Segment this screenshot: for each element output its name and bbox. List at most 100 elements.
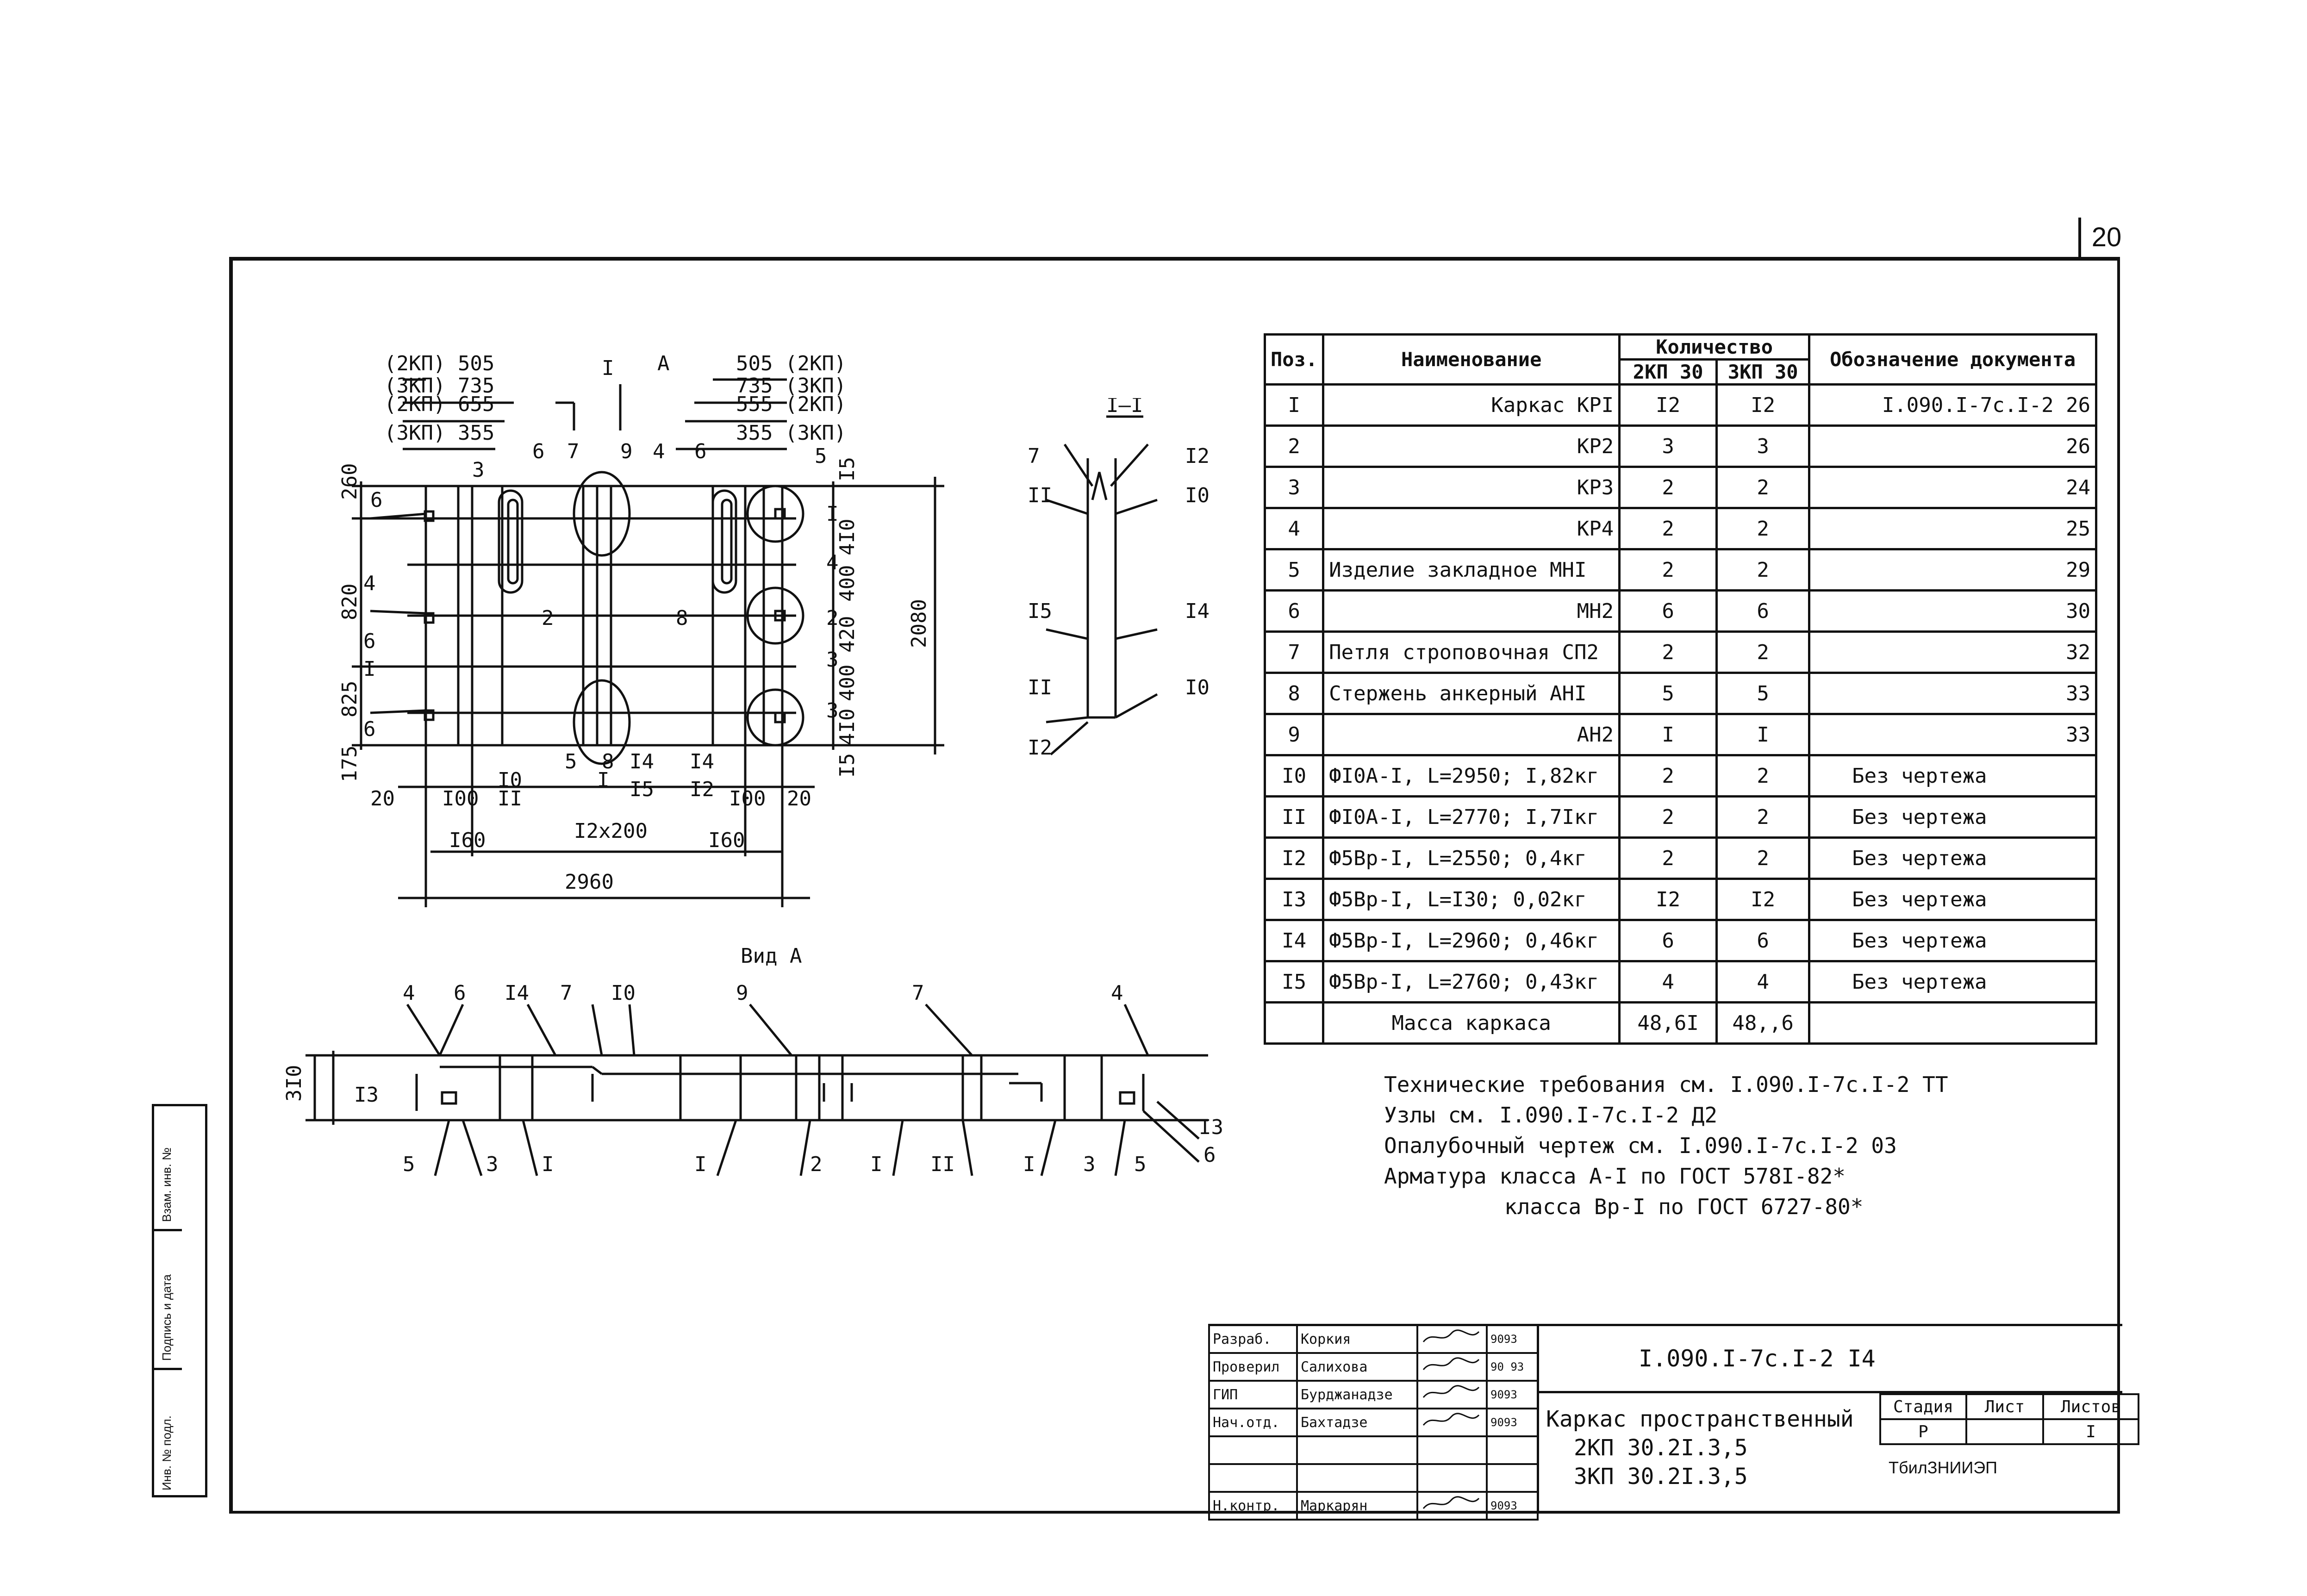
view-a-height: 3I0 <box>282 1065 306 1102</box>
signature-mark <box>1416 1352 1488 1382</box>
spec-cell-pos: I5 <box>1263 960 1325 1004</box>
spec-cell-name: Ф5Вр-I, L=2960; 0,46кг <box>1322 919 1621 962</box>
spec-cell-qty-3kp: 2 <box>1715 548 1811 592</box>
spec-cell-doc: 29 <box>1808 548 2098 592</box>
sheets-value: I <box>2042 1418 2139 1445</box>
plan-bottom-row2-2: I2x200 <box>574 819 648 843</box>
side-text-inv: Взам. инв. № <box>160 1147 174 1222</box>
spec-cell-name: Каркас КРI <box>1322 383 1621 427</box>
plan-callout-6: 6 <box>532 440 545 463</box>
plan-right-dim-3: 400 <box>836 565 859 602</box>
spec-cell-name: КР3 <box>1322 466 1621 509</box>
side-cell-3: Инв. № подл. <box>154 1370 182 1495</box>
plan-left-callout-5: 6 <box>363 717 376 741</box>
spec-cell-doc: 30 <box>1808 589 2098 633</box>
plan-left-dim-3: 825 <box>338 681 362 717</box>
plan-callout-4: 4 <box>653 440 665 463</box>
spec-header-name: Наименование <box>1322 333 1621 386</box>
plan-right-dim-2: 4I0 <box>836 519 859 555</box>
spec-cell-doc: 33 <box>1808 672 2098 715</box>
view-a-drawing: Вид А 4 6 I4 7 I0 9 7 4 3I0 I3 I3 6 5 3 … <box>282 944 1223 1176</box>
spec-cell-name: Ф5Вр-I, L=I30; 0,02кг <box>1322 878 1621 921</box>
spec-total-3kp: 48,,6 <box>1715 1001 1811 1045</box>
document-code: I.090.I-7c.I-2 I4 <box>1537 1324 2122 1393</box>
signature-name: Коркия <box>1296 1324 1418 1354</box>
spec-total-pos <box>1263 1001 1325 1045</box>
spec-cell-qty-3kp: I2 <box>1715 383 1811 427</box>
spec-cell-qty-2kp: 4 <box>1618 960 1718 1004</box>
spec-cell-qty-2kp: 2 <box>1618 754 1718 798</box>
plan-bottom-dim-8: I2 <box>690 778 714 801</box>
signature-name: Салихова <box>1296 1352 1418 1382</box>
plan-right-dim-6: 4I0 <box>836 709 859 745</box>
signature-date: 9093 <box>1486 1408 1539 1437</box>
sheet-value <box>1965 1418 2044 1445</box>
signature-role: Н.контр. <box>1208 1491 1298 1521</box>
signature-role <box>1208 1435 1298 1465</box>
spec-cell-name: ФI0А-I, L=2770; I,7Iкг <box>1322 795 1621 839</box>
spec-cell-pos: 3 <box>1263 466 1325 509</box>
spec-cell-doc: 32 <box>1808 630 2098 674</box>
spec-cell-doc: 24 <box>1808 466 2098 509</box>
spec-cell-qty-3kp: 2 <box>1715 795 1811 839</box>
spec-cell-qty-3kp: 2 <box>1715 836 1811 880</box>
spec-cell-pos: I3 <box>1263 878 1325 921</box>
spec-cell-qty-2kp: 2 <box>1618 548 1718 592</box>
signature-mark <box>1416 1491 1488 1521</box>
spec-cell-pos: 8 <box>1263 672 1325 715</box>
spec-cell-name: Стержень анкерный АНI <box>1322 672 1621 715</box>
section-title: I–I <box>1106 398 1143 417</box>
plan-bottom-dim-10: 20 <box>787 787 811 810</box>
plan-view-mark: А <box>657 352 670 375</box>
spec-cell-qty-2kp: 2 <box>1618 507 1718 550</box>
plan-dim-top-left-1: (2КП) 505 <box>384 352 494 375</box>
spec-header-qty-3kp: 3КП 30 <box>1715 358 1811 386</box>
spec-cell-doc: I.090.I-7c.I-2 26 <box>1808 383 2098 427</box>
section-drawing: I–I 7 I2 II I0 I5 I4 II I0 I2 <box>1028 398 1210 760</box>
object-title: Каркас пространственный <box>1546 1406 1854 1432</box>
spec-cell-qty-3kp: 4 <box>1715 960 1811 1004</box>
spec-total-2kp: 48,6I <box>1618 1001 1718 1045</box>
spec-cell-name: МН2 <box>1322 589 1621 633</box>
plan-bottom-dim-2: I00 <box>442 787 479 810</box>
spec-cell-qty-2kp: I2 <box>1618 383 1718 427</box>
plan-bottom-dim-7: I4 <box>690 750 714 773</box>
plan-right-dim-7: I5 <box>836 753 859 778</box>
spec-cell-qty-3kp: 2 <box>1715 466 1811 509</box>
spec-cell-pos: 5 <box>1263 548 1325 592</box>
spec-cell-qty-2kp: I <box>1618 713 1718 756</box>
signature-scribble-icon <box>1422 1496 1480 1509</box>
spec-cell-qty-3kp: I2 <box>1715 878 1811 921</box>
signature-scribble-icon <box>1422 1385 1480 1398</box>
plan-dim-top-right-3: 555 (2КП) <box>736 393 846 416</box>
view-a-title: Вид А <box>741 944 802 968</box>
organization: ТбилЗНИИЭП <box>1889 1458 1997 1477</box>
plan-callout-7: 7 <box>567 440 580 463</box>
plan-inner-1: I <box>826 502 839 526</box>
spec-total-doc <box>1808 1001 2098 1045</box>
plan-bottom-dim-3: I0 <box>498 768 522 792</box>
plan-callout-5: 5 <box>815 444 827 468</box>
plan-dim-top-left-4: (3КП) 355 <box>384 421 494 445</box>
section-label-10: I0 <box>1185 484 1210 507</box>
spec-header-qty-2kp: 2КП 30 <box>1618 358 1718 386</box>
spec-cell-pos: 4 <box>1263 507 1325 550</box>
plan-section-mark: I <box>602 356 614 380</box>
spec-cell-doc: Без чертежа <box>1808 960 2098 1004</box>
signature-name: Бурджанадзе <box>1296 1380 1418 1409</box>
signature-role: Разраб. <box>1208 1324 1298 1354</box>
spec-cell-qty-2kp: 6 <box>1618 589 1718 633</box>
spec-cell-qty-3kp: 5 <box>1715 672 1811 715</box>
spec-cell-qty-3kp: 3 <box>1715 424 1811 468</box>
plan-left-dim-2: 820 <box>338 584 362 620</box>
view-a-bottom-5: 5 <box>403 1153 415 1176</box>
